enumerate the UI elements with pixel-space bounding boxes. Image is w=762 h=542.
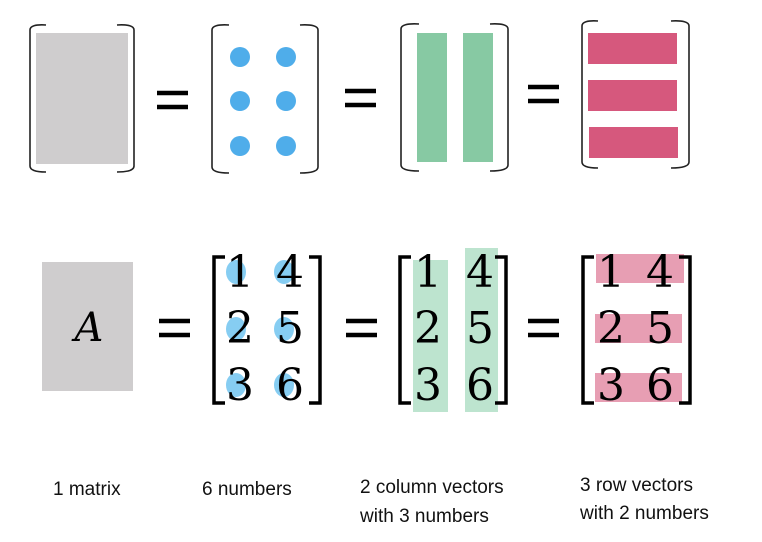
label-numbers: 6 numbers [202,479,292,500]
matrix-entry: 5 [276,303,304,354]
right-bracket [679,255,692,405]
matrix-entry: 1 [597,247,625,298]
right-bracket [309,255,322,405]
left-bracket [398,255,411,405]
number-dot [274,260,294,284]
matrix-entry: 6 [646,360,674,411]
column-highlight [465,248,498,412]
row-vector-bar [588,33,677,64]
number-dot [276,136,296,156]
equals-sign [159,318,190,338]
number-dot [230,136,250,156]
row-highlight [595,314,682,343]
left-bracket [211,24,230,174]
right-bracket [116,24,135,173]
matrix-entry: 4 [646,247,674,298]
number-dot [226,260,246,284]
left-bracket [400,23,420,172]
label-matrix: 1 matrix [53,479,121,500]
number-dot [226,373,246,397]
row-highlight [596,254,684,283]
left-bracket [212,255,225,405]
gray-matrix-block [36,33,128,164]
right-bracket [489,23,509,172]
right-bracket [299,24,319,174]
matrix-entry: 3 [226,360,254,411]
label-columns-line1: 2 column vectors [360,477,504,498]
matrix-entry: 4 [466,247,494,298]
label-rows-line2: with 2 numbers [579,503,709,524]
matrix-entry: 2 [414,303,442,354]
equals-sign [157,90,188,110]
matrix-entry: 5 [646,303,674,354]
top-rows-matrix [581,20,690,169]
matrix-entry: 4 [276,247,304,298]
number-dot [276,91,296,111]
matrix-entry: 5 [466,303,494,354]
label-rows-line1: 3 row vectors [580,475,693,496]
left-bracket [581,255,594,405]
matrix-entry: 1 [226,247,254,298]
right-bracket [670,20,690,169]
left-bracket [29,24,47,173]
equals-sign [346,318,377,338]
row-vector-bar [588,80,677,111]
matrix-entry: 6 [276,360,304,411]
row-vector-bar [589,127,678,158]
top-columns-matrix [400,23,509,172]
column-vector-bar [417,33,447,162]
equals-sign [528,84,559,104]
equals-sign [528,318,559,338]
matrix-entry: 3 [414,360,442,411]
equals-sign [345,88,376,108]
matrix-entry: 2 [226,303,254,354]
number-dot [230,47,250,67]
matrix-variable-box [42,262,133,391]
matrix-variable: A [71,305,104,351]
column-highlight [413,260,448,412]
matrix-entry: 2 [597,303,625,354]
number-dot [230,91,250,111]
right-bracket [495,255,508,405]
top-matrix-block [29,24,135,173]
top-dots-matrix [211,24,319,174]
column-vector-bar [463,33,493,162]
matrix-entry: 6 [466,360,494,411]
number-dot [276,47,296,67]
matrix-entry: 1 [414,247,442,298]
number-dot [274,373,294,397]
matrix-entry: 3 [597,360,625,411]
row-highlight [595,373,682,402]
left-bracket [581,20,599,169]
label-columns-line2: with 3 numbers [359,506,489,527]
number-dot [226,317,246,341]
number-dot [274,317,294,341]
